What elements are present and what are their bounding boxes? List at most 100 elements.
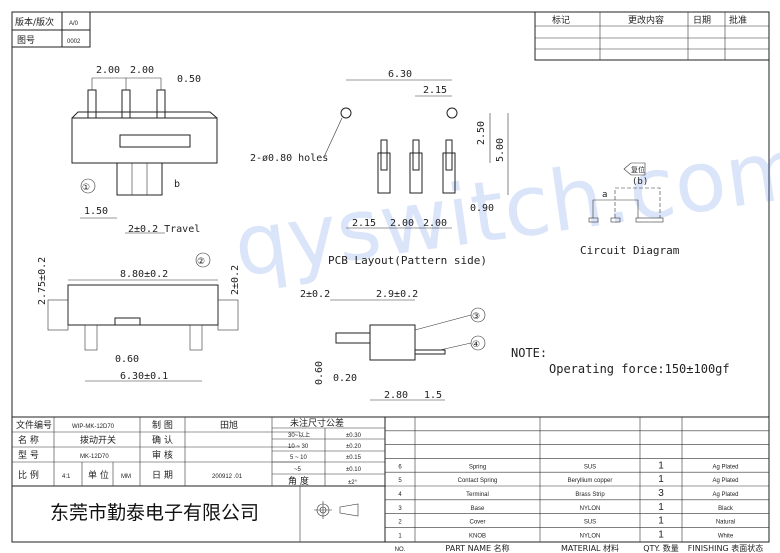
callout-4: ④	[472, 340, 480, 350]
tol-range: ~5	[294, 467, 302, 473]
pcb-layout: 6.30 2.15 2-ø0.80 holes 2.50 5.00 0.90 2…	[250, 69, 509, 267]
parts-cell-name: KNOB	[469, 533, 486, 539]
parts-cell-finish: Natural	[716, 520, 735, 526]
dim-offset: 1.50	[84, 206, 108, 217]
parts-cell-no: 1	[398, 533, 402, 539]
parts-cell-finish: Ag Plated	[712, 478, 738, 484]
date-value: 200912 .01	[212, 474, 243, 480]
circuit-label-b: (b)	[632, 177, 648, 187]
dim-front-630: 6.30±0.1	[120, 371, 168, 382]
dim-pitch-2: 2.00	[130, 65, 154, 76]
parts-cell-qty: 1	[658, 529, 664, 540]
parts-cell-qty: 3	[658, 488, 664, 499]
tol-value: ±0.10	[346, 467, 362, 473]
tol-range: 角 度	[288, 475, 309, 487]
dim-front-right: 2±0.2	[230, 265, 241, 295]
model-value: MK-12D70	[80, 454, 109, 460]
parts-header-name: PART NAME 名称	[445, 543, 509, 553]
dim-pcb-500: 5.00	[495, 138, 506, 162]
dim-pcb-width: 6.30	[388, 69, 412, 80]
tol-value: ±0.15	[346, 455, 362, 461]
parts-cell-material: Brass Strip	[575, 492, 605, 498]
note-label: NOTE:	[511, 346, 547, 360]
dim-end-060: 0.60	[314, 361, 325, 385]
review-label: 审 核	[152, 449, 173, 461]
holes-label: 2-ø0.80 holes	[250, 153, 328, 164]
tol-value: ±2°	[348, 480, 358, 486]
dim-end-29: 2.9±0.2	[376, 289, 418, 300]
parts-cell-name: Base	[471, 506, 485, 512]
parts-cell-material: NYLON	[580, 506, 601, 512]
parts-cell-material: Beryllium copper	[568, 478, 613, 484]
name-label: 名 称	[18, 434, 39, 446]
dim-pcb-215-bot: 2.15	[352, 218, 376, 229]
dim-pcb-090: 0.90	[470, 203, 494, 214]
callout-2: ②	[197, 257, 205, 267]
rev-header-mark: 标记	[552, 14, 570, 26]
parts-cell-qty: 1	[658, 502, 664, 513]
tolerance-title: 未注尺寸公差	[290, 417, 344, 429]
dim-front-length: 8.80±0.2	[120, 269, 168, 280]
parts-header-finish: FINISHING 表面状态	[688, 543, 763, 553]
tol-range: 5 ~ 10	[290, 455, 308, 461]
circuit-label-a: a	[602, 190, 607, 200]
tol-value: ±0.20	[346, 444, 362, 450]
dim-pcb-215-top: 2.15	[423, 85, 447, 96]
reset-label: 复位	[631, 165, 645, 174]
name-value: 拨动开关	[80, 434, 116, 446]
pcb-layout-title: PCB Layout(Pattern side)	[328, 254, 487, 267]
parts-cell-qty: 1	[658, 460, 664, 471]
parts-cell-qty: 1	[658, 516, 664, 527]
callout-3: ③	[472, 312, 480, 322]
parts-cell-name: Cover	[469, 520, 485, 526]
revision-table: 标记 更改内容 日期 批准	[534, 11, 770, 61]
dim-front-060: 0.60	[115, 354, 139, 365]
header-box: 版本/版次 A/0 图号 0002	[11, 11, 91, 48]
travel-dim: 2±0.2 Travel	[128, 224, 200, 235]
parts-cell-finish: Ag Plated	[712, 464, 738, 470]
side-view: 2.00 2.00 0.50 ① b 1.50 2±0.2 Travel	[71, 65, 218, 235]
rev-header-approve: 批准	[729, 14, 747, 26]
parts-cell-no: 5	[398, 478, 402, 484]
scale-value: 4:1	[62, 474, 71, 480]
end-view: 2±0.2 2.9±0.2 ③ ④ 0.60 0.20 2.80 1.5	[300, 289, 486, 401]
file-no-label: 文件编号	[16, 419, 52, 431]
dim-pcb-200-b: 2.00	[423, 218, 447, 229]
front-view: 2.75±0.2 8.80±0.2 ② 2±0.2 0.60 6.30±0.1	[37, 252, 241, 382]
projection-symbol	[314, 501, 359, 519]
parts-cell-no: 3	[398, 506, 402, 512]
model-label: 型 号	[18, 450, 39, 461]
parts-cell-no: 2	[398, 520, 402, 526]
dim-pcb-250: 2.50	[476, 121, 487, 145]
version-value: A/0	[69, 21, 79, 27]
date-label: 日 期	[152, 470, 173, 481]
unit-value: MM	[121, 474, 131, 480]
parts-cell-qty: 1	[658, 474, 664, 485]
title-block: 文件编号 WIP-MK-12D70 制 图 田旭 名 称 拨动开关 确 认 型 …	[12, 416, 769, 542]
rev-header-content: 更改内容	[628, 14, 664, 26]
drawing-no-value: 0002	[67, 39, 81, 45]
dim-end-020: 0.20	[333, 373, 357, 384]
company-name: 东莞市勤泰电子有限公司	[50, 502, 259, 524]
drawn-label: 制 图	[152, 419, 173, 431]
confirm-label: 确 认	[152, 434, 173, 446]
circuit-diagram: 复位 (b) a Circuit Diagram	[580, 162, 680, 257]
dim-pin: 0.50	[177, 74, 201, 85]
dim-end-2: 2±0.2	[300, 289, 330, 300]
drawing-no-label: 图号	[17, 35, 35, 46]
tol-value: ±0.30	[346, 433, 362, 439]
parts-cell-finish: Black	[718, 506, 734, 512]
parts-cell-no: 4	[398, 492, 402, 498]
scale-label: 比 例	[18, 469, 39, 481]
callout-1: ①	[82, 183, 90, 193]
dim-pcb-200-a: 2.00	[390, 218, 414, 229]
parts-header-no: NO.	[395, 547, 406, 553]
parts-cell-name: Contact Spring	[458, 478, 498, 484]
tol-range: 10 ~ 30	[288, 444, 309, 450]
rev-header-date: 日期	[693, 15, 711, 26]
version-label: 版本/版次	[15, 16, 54, 28]
dim-pitch-1: 2.00	[96, 65, 120, 76]
file-no-value: WIP-MK-12D70	[72, 424, 115, 430]
